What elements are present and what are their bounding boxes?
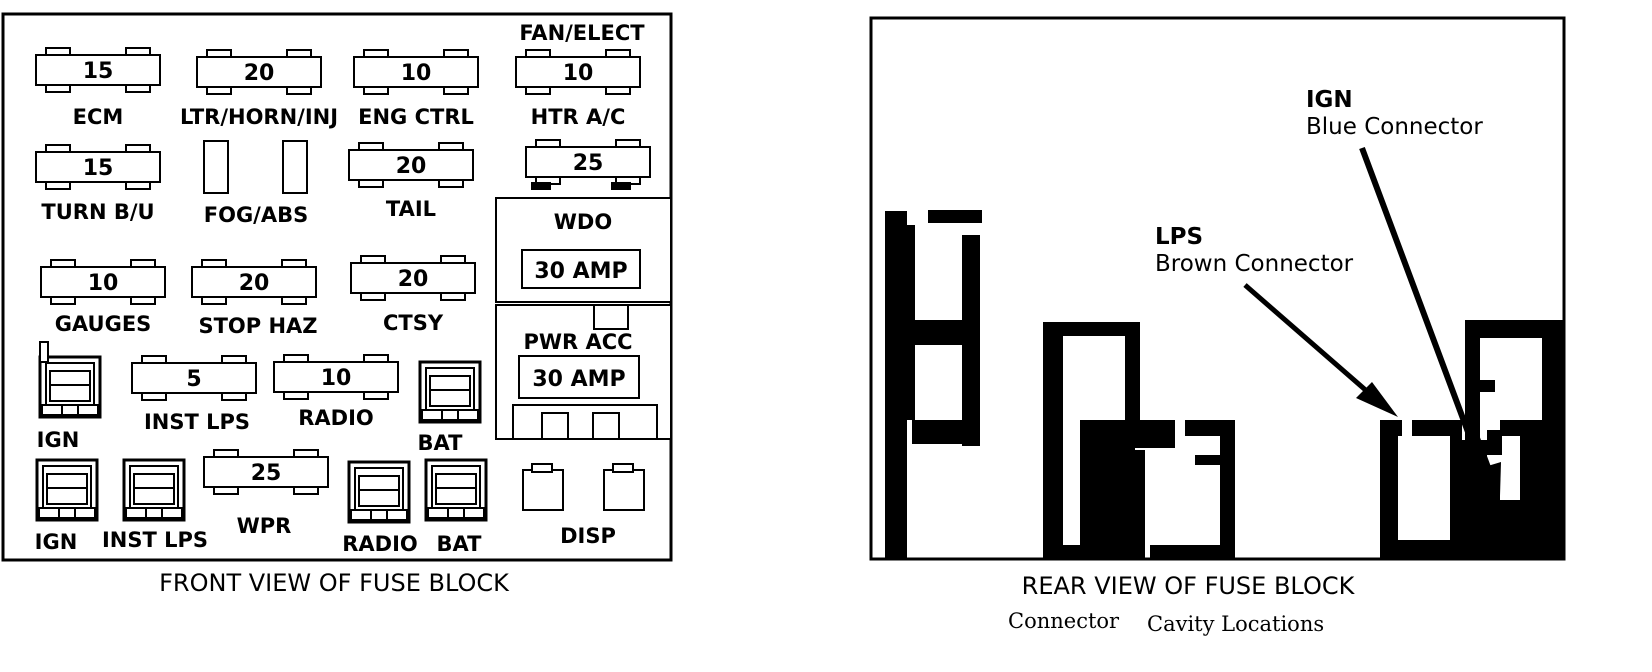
relay-bat-bottom-label: BAT (437, 532, 483, 556)
fuse-ctsy-rating: 20 (398, 267, 429, 292)
relay-ign-bottom-label: IGN (35, 530, 78, 554)
disp-label: DISP (560, 524, 616, 548)
fog-slot-left (203, 140, 229, 194)
disp-relays: DISP (522, 463, 645, 548)
fuse-ltr-horn-inj: 20 LTR/HORN/INJ (180, 49, 338, 129)
relay-ign-top: IGN (37, 341, 102, 452)
fuse-fog-abs-label: FOG/ABS (204, 203, 309, 227)
fuse-ctsy-label: CTSY (383, 311, 444, 335)
fuse-htr-ac: FAN/ELECT 10 HTR A/C (515, 21, 645, 129)
fuse-turn-bu-rating: 15 (83, 156, 114, 181)
relay-bat-bottom: BAT (424, 458, 488, 556)
fuse-ctsy: 20 CTSY (350, 255, 476, 335)
relay-inst-lps-bottom-label: INST LPS (102, 528, 208, 552)
fuse-eng-ctrl: 10 ENG CTRL (353, 49, 479, 129)
fuse-tail-label: TAIL (386, 197, 436, 221)
fuse-radio-top: 10 RADIO (273, 354, 399, 430)
fuse-eng-ctrl-rating: 10 (401, 61, 432, 86)
fuse-ltr-horn-inj-label: LTR/HORN/INJ (180, 105, 338, 129)
fuse-wpr-label: WPR (237, 514, 292, 538)
front-view: 15 ECM 20 LTR/HORN/INJ 10 ENG CTRL FAN/E… (1, 12, 673, 597)
fuse-tail-rating: 20 (396, 154, 427, 179)
lps-callout-title: LPS (1155, 224, 1203, 250)
disp-relay-left-tab (531, 463, 553, 473)
fan-elect-header: FAN/ELECT (519, 21, 645, 45)
relay-inst-lps-bottom: INST LPS (102, 458, 208, 552)
lps-callout: LPS Brown Connector (1155, 224, 1354, 277)
rear-subcaption-cavity: Cavity Locations (1147, 612, 1324, 636)
fuse-ecm-label: ECM (73, 105, 124, 129)
fuse-gauges-label: GAUGES (55, 312, 152, 336)
fuse-gauges-rating: 10 (88, 271, 119, 296)
fuse-inst-lps-top: 5 INST LPS (131, 355, 257, 434)
right-connector-cavity (1380, 320, 1564, 559)
fuse-ecm: 15 ECM (35, 47, 161, 129)
front-view-caption: FRONT VIEW OF FUSE BLOCK (159, 569, 510, 597)
pwr-acc-relay-base (512, 404, 658, 440)
fuse-stop-haz-label: STOP HAZ (198, 314, 317, 338)
rear-view-caption: REAR VIEW OF FUSE BLOCK (1022, 572, 1356, 600)
disp-relay-right (603, 469, 645, 511)
wdo-breaker-rating: 30 AMP (534, 259, 627, 284)
wdo-breaker (521, 249, 641, 289)
relay-radio-bottom-label: RADIO (342, 532, 418, 556)
fuse-eng-ctrl-label: ENG CTRL (358, 105, 474, 129)
pwr-acc-relay-slot-1 (541, 412, 569, 440)
wdo-terminal-right (611, 182, 631, 190)
relay-ign-top-tab (39, 341, 49, 363)
pwr-acc: PWR ACC 30 AMP (512, 304, 658, 440)
disp-relay-right-tab (612, 463, 634, 473)
pwr-acc-breaker-rating: 30 AMP (532, 367, 625, 392)
fuse-htr-ac-label: HTR A/C (531, 105, 626, 129)
fuse-inst-lps-top-label: INST LPS (144, 410, 250, 434)
rear-block-outline (869, 16, 1566, 561)
fuse-radio-top-rating: 10 (321, 366, 352, 391)
fuse-wdo-rating: 25 (573, 151, 604, 176)
fuse-stop-haz: 20 STOP HAZ (191, 259, 318, 338)
fuse-turn-bu: 15 TURN B/U (35, 144, 161, 224)
ign-callout-title: IGN (1306, 87, 1353, 113)
relay-radio-bottom: RADIO (342, 460, 418, 556)
ign-arrow (1359, 146, 1501, 496)
fuse-ecm-rating: 15 (83, 59, 114, 84)
ign-callout: IGN Blue Connector (1306, 87, 1483, 140)
rear-subcaption-connector: Connector (1008, 609, 1120, 633)
pwr-acc-breaker (518, 355, 640, 399)
pwr-acc-tab (593, 304, 629, 330)
fuse-htr-ac-rating: 10 (563, 61, 594, 86)
fuse-wpr-rating: 25 (251, 461, 282, 486)
relay-bat-top: BAT (418, 360, 482, 455)
fuse-wdo-label: WDO (554, 210, 612, 234)
fuse-turn-bu-label: TURN B/U (41, 200, 154, 224)
fuse-ltr-horn-inj-rating: 20 (244, 61, 275, 86)
fuse-tail: 20 TAIL (348, 142, 474, 221)
pwr-acc-relay-slot-2 (592, 412, 620, 440)
fuse-fog-abs: FOG/ABS (203, 140, 309, 227)
fuse-radio-top-label: RADIO (298, 406, 374, 430)
relay-bat-top-label: BAT (418, 431, 464, 455)
disp-relay-left (522, 469, 564, 511)
fuse-stop-haz-rating: 20 (239, 271, 270, 296)
lps-callout-subtitle: Brown Connector (1155, 251, 1354, 277)
wdo-terminal-left (531, 182, 551, 190)
lps-arrow (1243, 283, 1398, 417)
fuse-gauges: 10 GAUGES (40, 259, 166, 336)
pwr-acc-label: PWR ACC (523, 330, 632, 354)
fog-slot-right (282, 140, 308, 194)
rear-view: IGN Blue Connector LPS Brown Connector R… (869, 16, 1566, 636)
fuse-inst-lps-top-rating: 5 (186, 367, 201, 392)
ign-callout-subtitle: Blue Connector (1306, 114, 1483, 140)
fuse-wpr: 25 WPR (203, 449, 329, 538)
relay-ign-bottom: IGN (35, 458, 99, 554)
left-connector-cavity (885, 210, 982, 560)
fuse-wdo: 25 WDO 30 AMP (521, 139, 651, 289)
middle-connector-cavity (1043, 322, 1235, 560)
relay-ign-top-label: IGN (37, 428, 80, 452)
